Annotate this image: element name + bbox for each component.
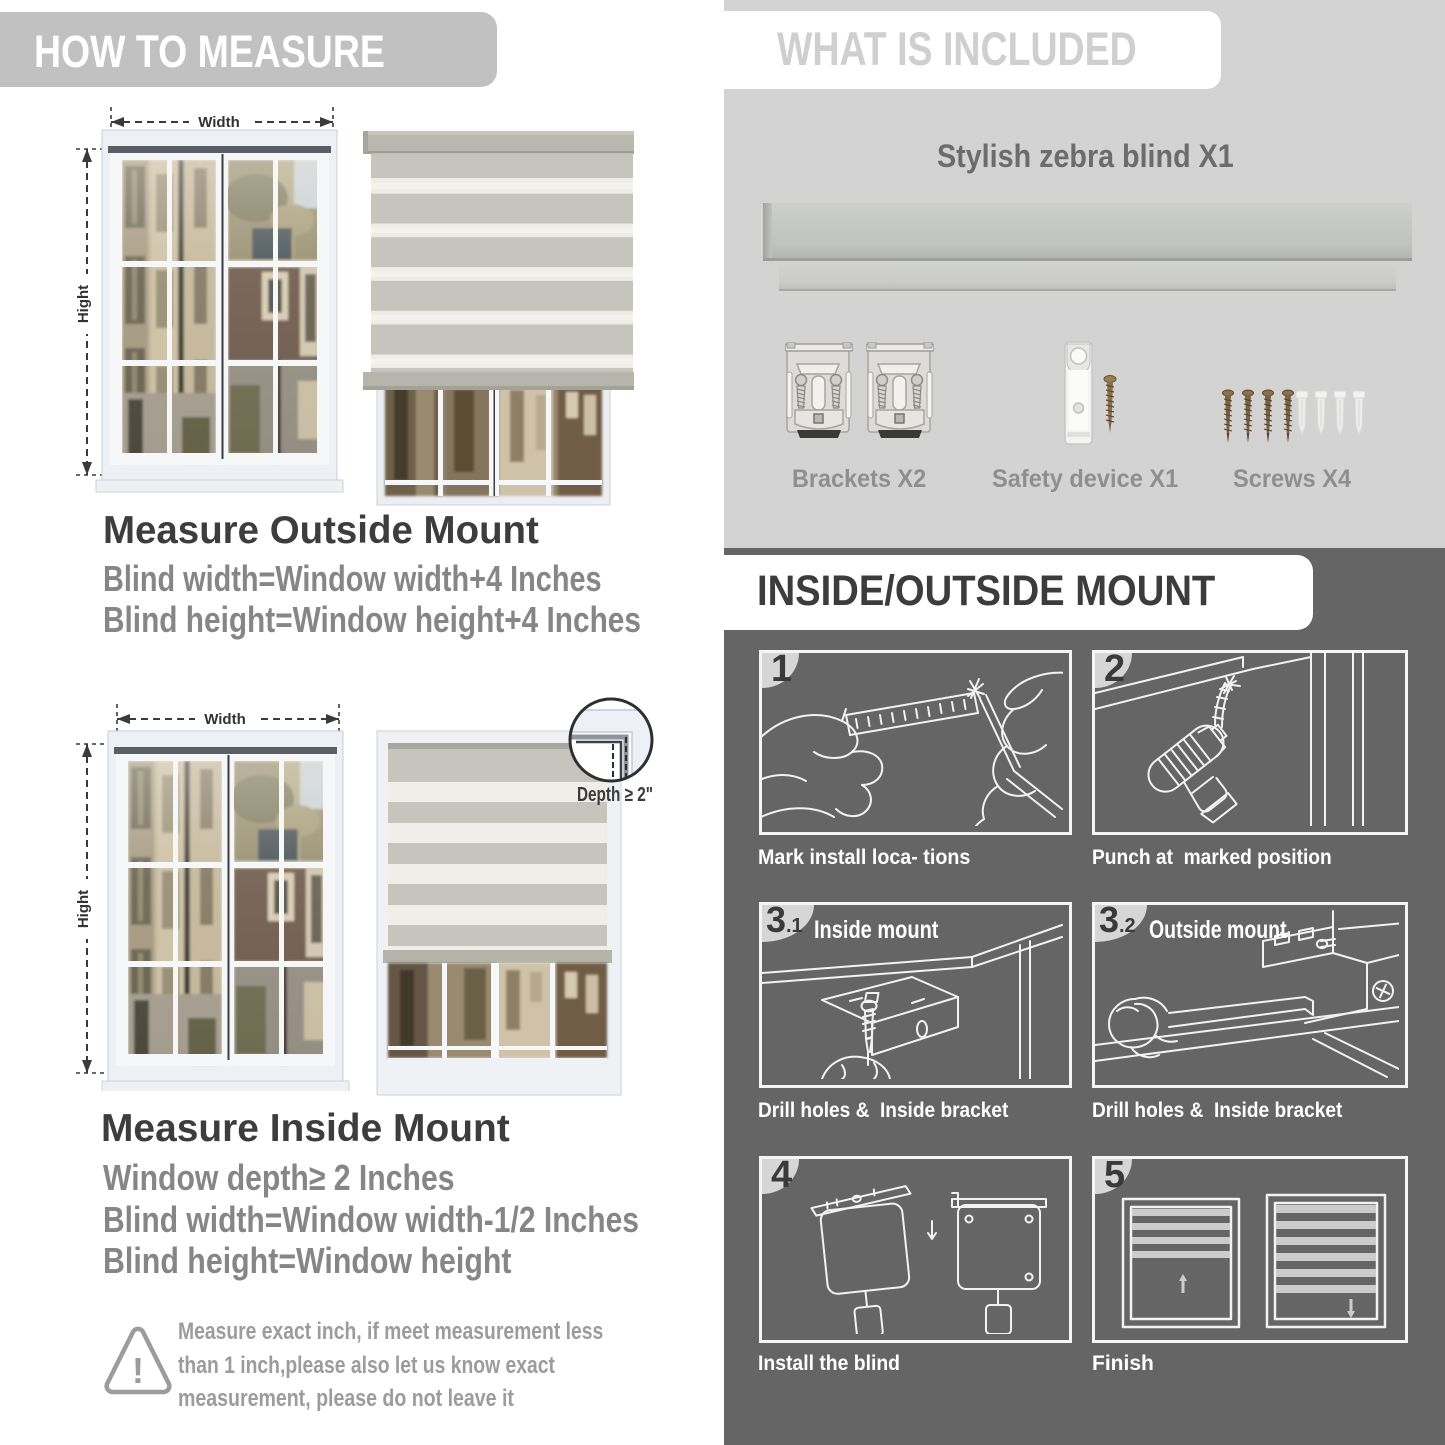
svg-text:Hight: Hight — [75, 890, 92, 928]
svg-text:Hight: Hight — [75, 285, 92, 323]
svg-text:Depth ≥ 2": Depth ≥ 2" — [577, 784, 653, 806]
svg-text:Width: Width — [198, 114, 240, 131]
svg-text:!: ! — [132, 1350, 144, 1391]
svg-text:Width: Width — [204, 711, 246, 728]
